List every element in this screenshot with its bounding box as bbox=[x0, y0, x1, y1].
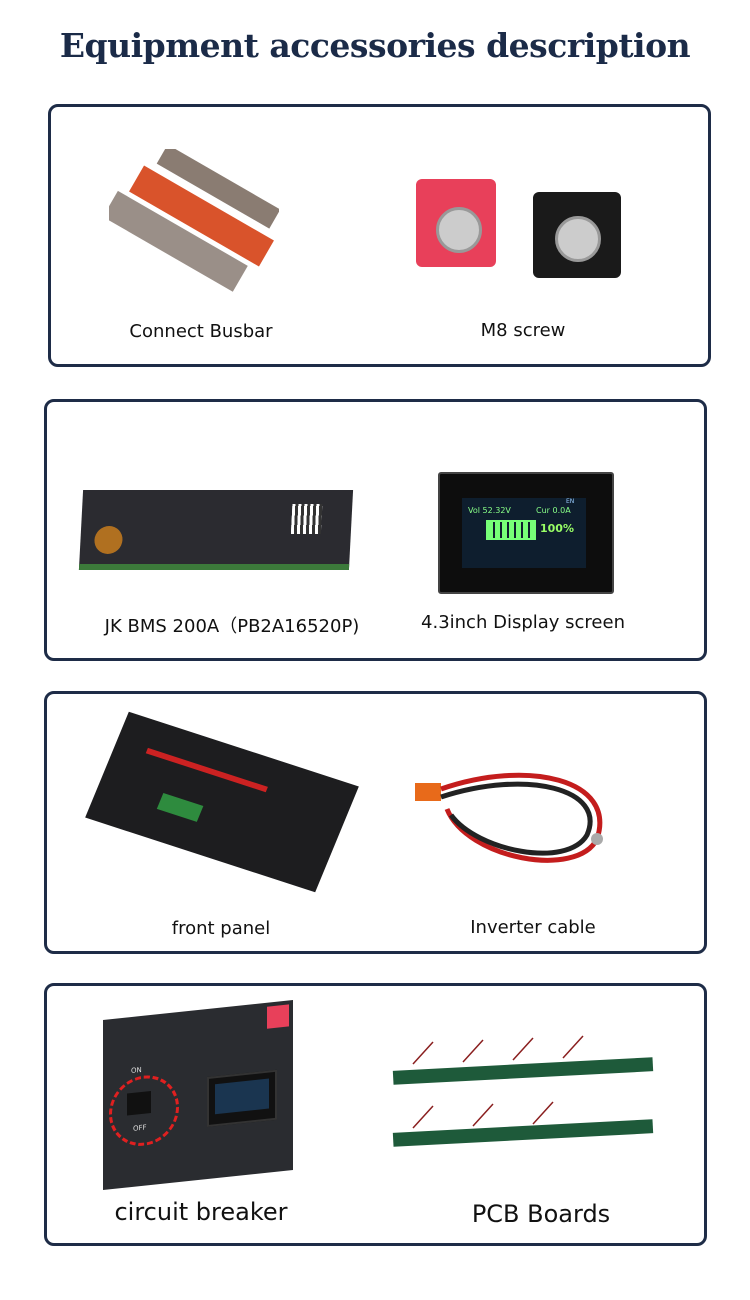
breaker-switch bbox=[127, 1090, 151, 1116]
inverter-cable-label: Inverter cable bbox=[470, 917, 596, 938]
mini-display bbox=[207, 1069, 277, 1128]
red-terminal bbox=[267, 1004, 289, 1029]
card-panel-cable: front panel Inverter cable bbox=[44, 691, 707, 954]
display-lang: EN bbox=[566, 498, 575, 505]
inverter-cable-image bbox=[415, 772, 603, 863]
busbar-image bbox=[109, 149, 279, 292]
qr-code bbox=[290, 504, 323, 534]
pcb-strip bbox=[156, 792, 204, 822]
circuit-breaker-label: circuit breaker bbox=[114, 1198, 288, 1226]
card-breaker-pcb: ON OFF circuit breaker PCB Boards bbox=[44, 983, 707, 1246]
front-panel-image bbox=[85, 711, 359, 893]
display-voltage: Vol 52.32V bbox=[468, 506, 511, 515]
breaker-on-label: ON bbox=[131, 1065, 142, 1076]
page-title: Equipment accessories description bbox=[59, 26, 691, 65]
pcb-boards-label: PCB Boards bbox=[471, 1200, 611, 1228]
display-current: Cur 0.0A bbox=[536, 506, 571, 515]
circuit-breaker-image: ON OFF bbox=[103, 1000, 293, 1190]
wires bbox=[145, 747, 268, 793]
display-soc: 100% bbox=[540, 522, 574, 535]
m8-screw-label: M8 screw bbox=[480, 320, 566, 341]
battery-icon bbox=[486, 520, 536, 540]
breaker-off-label: OFF bbox=[133, 1123, 147, 1133]
bms-label: JK BMS 200A（PB2A16520P) bbox=[104, 616, 360, 637]
display-label: 4.3inch Display screen bbox=[421, 612, 625, 633]
toroid-coil bbox=[93, 526, 124, 554]
front-panel-label: front panel bbox=[171, 918, 271, 939]
pcb-boards-image bbox=[392, 1035, 654, 1147]
card-busbar-screw: Connect Busbar M8 screw bbox=[48, 104, 711, 367]
bms-board-image bbox=[78, 490, 354, 570]
display-screen-image: Vol 52.32V Cur 0.0A 100% EN bbox=[438, 472, 614, 594]
m8-screw-red-image bbox=[416, 179, 496, 267]
m8-screw-black-image bbox=[533, 192, 621, 278]
card-bms-display: Vol 52.32V Cur 0.0A 100% EN JK BMS 200A（… bbox=[44, 399, 707, 661]
busbar-label: Connect Busbar bbox=[129, 321, 273, 342]
busbar-strips bbox=[109, 149, 279, 292]
